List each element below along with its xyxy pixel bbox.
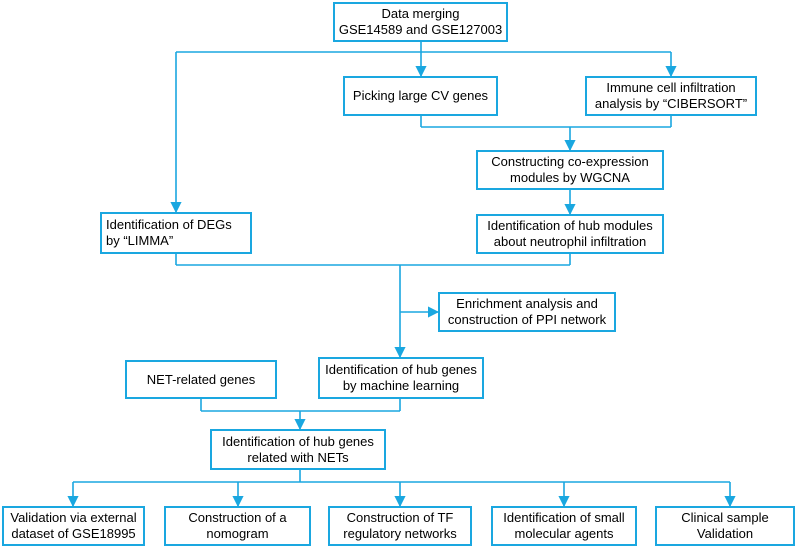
node-immune-cell-infiltration: Immune cell infiltration analysis by “CI…	[585, 76, 757, 116]
node-label: Validation	[696, 526, 754, 541]
node-label: Picking large CV genes	[352, 88, 489, 103]
node-label: related with NETs	[247, 449, 349, 465]
node-label: dataset of GSE18995	[11, 526, 136, 541]
node-label: Identification of hub genes	[325, 362, 477, 377]
node-picking-large-cv-genes: Picking large CV genes	[343, 76, 498, 116]
node-label: GSE14589 and GSE127003	[338, 22, 503, 37]
node-small-molecular-agents: Identification of small molecular agents	[491, 506, 637, 546]
node-label: Immune cell infiltration	[606, 80, 736, 95]
node-nomogram: Construction of a nomogram	[164, 506, 311, 546]
node-tf-regulatory-networks: Construction of TF regulatory networks	[328, 506, 472, 546]
node-label: Data merging	[381, 6, 460, 21]
node-label: Identification of DEGs	[106, 217, 232, 232]
node-label: analysis by “CIBERSORT”	[594, 96, 748, 111]
node-wgcna-modules: Constructing co-expression modules by WG…	[476, 150, 664, 190]
node-label: NET-related genes	[146, 371, 256, 387]
node-label: Clinical sample	[681, 510, 769, 525]
node-label: about neutrophil infiltration	[493, 234, 647, 249]
node-label: Identification of small	[503, 510, 625, 525]
node-label: Construction of a	[188, 510, 287, 525]
node-validation-external-dataset: Validation via external dataset of GSE18…	[2, 506, 145, 546]
node-hub-genes-related-nets: Identification of hub genes related with…	[210, 429, 386, 470]
node-label: Validation via external	[10, 510, 137, 525]
node-net-related-genes: NET-related genes	[125, 360, 277, 399]
node-label: construction of PPI network	[447, 312, 607, 327]
node-label: by machine learning	[342, 378, 460, 393]
node-clinical-sample-validation: Clinical sample Validation	[655, 506, 795, 546]
node-label: Identification of hub genes	[222, 433, 374, 449]
node-label: modules by WGCNA	[510, 170, 630, 185]
node-label: Construction of TF	[346, 510, 454, 525]
node-label: regulatory networks	[343, 526, 457, 541]
node-label: Identification of hub modules	[487, 218, 653, 233]
node-label: Constructing co-expression	[491, 154, 649, 169]
node-hub-modules: Identification of hub modules about neut…	[476, 214, 664, 254]
node-label: Enrichment analysis and	[456, 296, 598, 311]
node-enrichment-analysis: Enrichment analysis and construction of …	[438, 292, 616, 332]
node-data-merging: Data merging GSE14589 and GSE127003	[333, 2, 508, 42]
node-hub-genes-machine-learning: Identification of hub genes by machine l…	[318, 357, 484, 399]
node-label: nomogram	[206, 526, 269, 541]
node-identification-of-degs: Identification of DEGs by “LIMMA”	[100, 212, 252, 254]
node-label: molecular agents	[514, 526, 614, 541]
node-label: by “LIMMA”	[106, 233, 174, 248]
